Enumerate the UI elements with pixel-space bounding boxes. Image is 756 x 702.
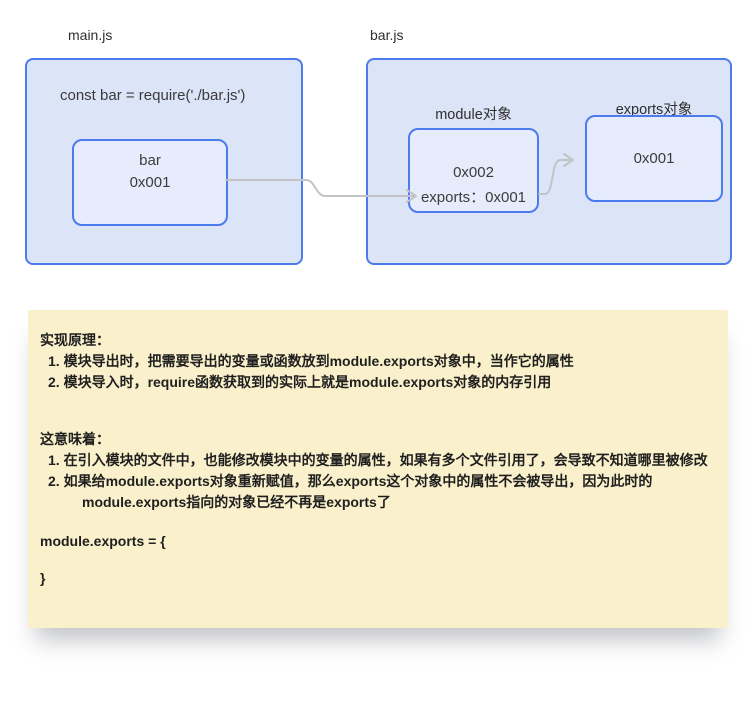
- implication-item-1: 1. 在引入模块的文件中，也能修改模块中的变量的属性，如果有多个文件引用了，会导…: [48, 452, 708, 468]
- module-object-address: 0x002: [453, 164, 494, 181]
- exports-object-address: 0x001: [633, 150, 675, 167]
- exports-object-label: exports对象: [615, 102, 693, 118]
- implication-item-2: 2. 如果给module.exports对象重新赋值，那么exports这个对象…: [48, 473, 653, 489]
- explanation-note-card: 实现原理： 1. 模块导出时，把需要导出的变量或函数放到module.expor…: [28, 310, 728, 628]
- bar-js-file-label: bar.js: [370, 27, 404, 43]
- exports-object-box: 0x001: [585, 115, 723, 202]
- implication-heading: 这意味着：: [40, 431, 110, 447]
- code-open-line: module.exports = {: [40, 533, 166, 549]
- code-close-line: }: [40, 570, 46, 586]
- principle-item-2: 2. 模块导入时，require函数获取到的实际上就是module.export…: [48, 374, 552, 390]
- principle-item-1: 1. 模块导出时，把需要导出的变量或函数放到module.exports对象中，…: [48, 353, 574, 369]
- bar-variable-name: bar: [139, 152, 161, 169]
- require-code-line: const bar = require('./bar.js'): [60, 87, 246, 104]
- bar-variable-address: 0x001: [129, 174, 171, 191]
- main-js-file-label: main.js: [68, 27, 113, 43]
- implication-item-2-continued: module.exports指向的对象已经不再是exports了: [82, 494, 391, 510]
- main-js-box: const bar = require('./bar.js') bar 0x00…: [25, 58, 303, 265]
- module-object-box: 0x002 exports：0x001: [408, 128, 539, 213]
- module-object-label: module对象: [435, 107, 512, 123]
- bar-variable-box: bar 0x001: [72, 139, 228, 226]
- module-exports-reference: exports：0x001: [420, 189, 527, 206]
- principle-heading: 实现原理：: [40, 332, 110, 348]
